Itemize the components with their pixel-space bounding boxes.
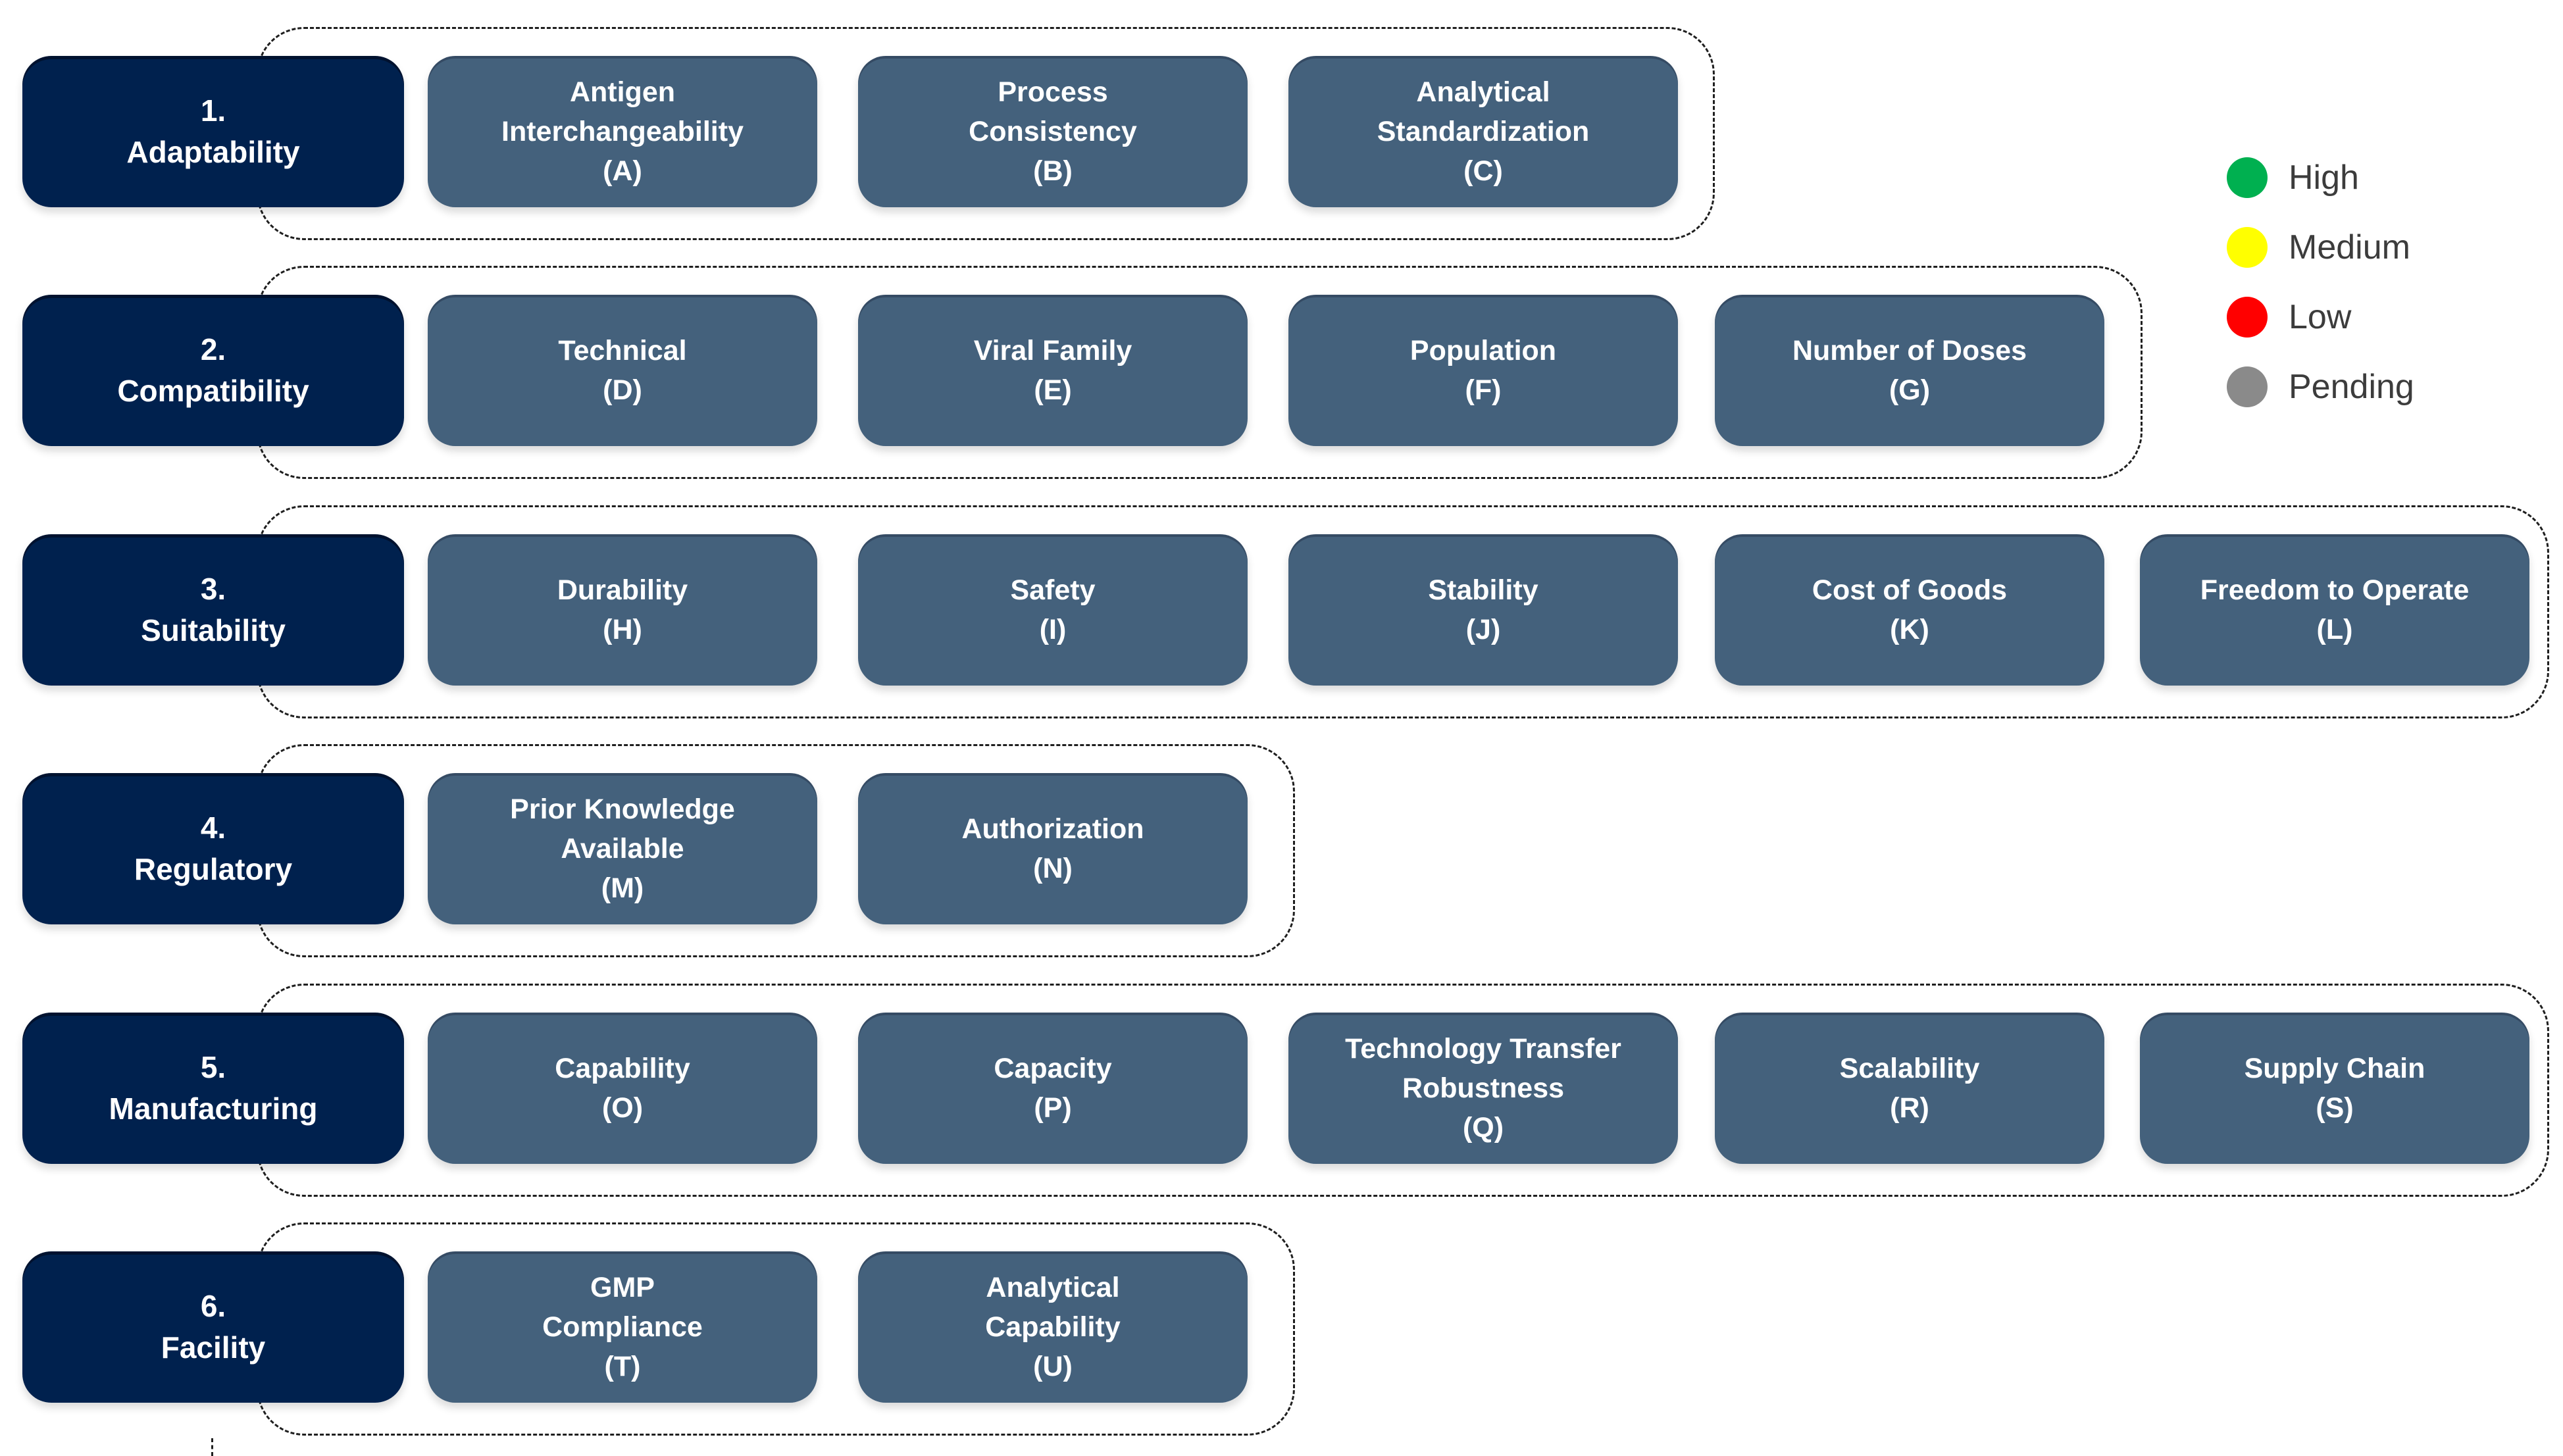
category-number: 2. (200, 332, 226, 366)
criterion-box-l: Freedom to Operate (L) (2140, 534, 2529, 686)
criterion-code: (I) (1039, 614, 1067, 645)
criterion-box-n: Authorization (N) (858, 773, 1248, 924)
criterion-code: (K) (1890, 614, 1929, 645)
category-box-regulatory: 4. Regulatory (22, 773, 404, 924)
high-status-dot-icon (2227, 157, 2268, 198)
criterion-name: Analytical Capability (985, 1272, 1121, 1343)
criterion-code: (A) (603, 155, 642, 187)
criterion-box-g: Number of Doses (G) (1715, 295, 2104, 446)
criterion-code: (S) (2316, 1092, 2354, 1124)
criterion-code: (G) (1889, 374, 1931, 406)
criterion-name: Stability (1428, 574, 1538, 606)
criterion-code: (D) (603, 374, 642, 406)
criterion-box-b: Process Consistency (B) (858, 56, 1248, 207)
criterion-name: Durability (557, 574, 688, 606)
legend-label: Low (2289, 298, 2352, 336)
criterion-box-r: Scalability (R) (1715, 1013, 2104, 1164)
legend-item-pending: Pending (2227, 366, 2414, 408)
criterion-code: (J) (1465, 614, 1501, 645)
criterion-name: Population (1409, 335, 1557, 366)
category-box-suitability: 3. Suitability (22, 534, 404, 686)
criterion-box-m: Prior Knowledge Available (M) (428, 773, 817, 924)
category-number: 5. (200, 1050, 226, 1084)
criterion-name: Capability (555, 1053, 690, 1084)
criterion-name: Technical (558, 335, 687, 366)
criterion-name: Cost of Goods (1812, 574, 2008, 606)
category-name: Facility (161, 1330, 266, 1365)
criterion-name: Supply Chain (2244, 1053, 2425, 1084)
criterion-box-o: Capability (O) (428, 1013, 817, 1164)
category-name: Regulatory (134, 852, 293, 886)
criterion-name: Viral Family (973, 335, 1132, 366)
medium-status-dot-icon (2227, 227, 2268, 268)
criterion-code: (E) (1034, 374, 1072, 406)
criterion-code: (H) (603, 614, 642, 645)
legend-label: Pending (2289, 368, 2414, 406)
category-number: 1. (200, 93, 226, 128)
criterion-name: Antigen Interchangeability (501, 76, 744, 147)
legend-item-low: Low (2227, 296, 2414, 338)
cropped-dashed-outline (211, 1438, 213, 1456)
criterion-box-i: Safety (I) (858, 534, 1248, 686)
legend-label: Medium (2289, 228, 2410, 266)
category-number: 4. (200, 811, 226, 845)
criterion-code: (Q) (1462, 1112, 1504, 1143)
criterion-name: Authorization (961, 813, 1144, 845)
criterion-code: (R) (1890, 1092, 1929, 1124)
criterion-box-h: Durability (H) (428, 534, 817, 686)
criterion-name: Prior Knowledge Available (510, 793, 735, 865)
criterion-box-q: Technology Transfer Robustness (Q) (1288, 1013, 1678, 1164)
criterion-code: (F) (1465, 374, 1502, 406)
pending-status-dot-icon (2227, 366, 2268, 407)
criterion-name: GMP Compliance (542, 1272, 703, 1343)
category-name: Suitability (141, 613, 286, 647)
criterion-code: (M) (601, 872, 644, 904)
criterion-code: (L) (2316, 614, 2353, 645)
criterion-code: (O) (601, 1092, 644, 1124)
category-box-adaptability: 1. Adaptability (22, 56, 404, 207)
criterion-name: Analytical Standardization (1377, 76, 1590, 147)
criterion-code: (U) (1033, 1351, 1073, 1382)
criterion-box-a: Antigen Interchangeability (A) (428, 56, 817, 207)
criterion-code: (C) (1463, 155, 1503, 187)
category-number: 3. (200, 572, 226, 606)
criterion-box-t: GMP Compliance (T) (428, 1251, 817, 1403)
low-status-dot-icon (2227, 297, 2268, 338)
legend-item-high: High (2227, 157, 2414, 199)
criterion-name: Technology Transfer Robustness (1345, 1033, 1621, 1104)
criterion-name: Freedom to Operate (2200, 574, 2470, 606)
criterion-code: (N) (1033, 853, 1073, 884)
criterion-box-s: Supply Chain (S) (2140, 1013, 2529, 1164)
criterion-box-d: Technical (D) (428, 295, 817, 446)
category-box-facility: 6. Facility (22, 1251, 404, 1403)
legend-label: High (2289, 159, 2359, 197)
category-name: Adaptability (126, 135, 300, 169)
category-name: Manufacturing (109, 1092, 318, 1126)
category-name: Compatibility (117, 374, 309, 408)
criterion-box-u: Analytical Capability (U) (858, 1251, 1248, 1403)
criterion-code: (T) (604, 1351, 641, 1382)
criterion-box-f: Population (F) (1288, 295, 1678, 446)
criterion-name: Number of Doses (1792, 335, 2027, 366)
criterion-name: Capacity (994, 1053, 1112, 1084)
criterion-name: Process Consistency (969, 76, 1137, 147)
category-number: 6. (200, 1289, 226, 1323)
criterion-box-p: Capacity (P) (858, 1013, 1248, 1164)
criterion-box-j: Stability (J) (1288, 534, 1678, 686)
criterion-code: (P) (1034, 1092, 1072, 1124)
criterion-box-c: Analytical Standardization (C) (1288, 56, 1678, 207)
criterion-name: Scalability (1839, 1053, 1980, 1084)
criterion-box-k: Cost of Goods (K) (1715, 534, 2104, 686)
category-box-manufacturing: 5. Manufacturing (22, 1013, 404, 1164)
category-box-compatibility: 2. Compatibility (22, 295, 404, 446)
legend-item-medium: Medium (2227, 226, 2414, 268)
criterion-code: (B) (1033, 155, 1073, 187)
criterion-name: Safety (1010, 574, 1096, 606)
criterion-box-e: Viral Family (E) (858, 295, 1248, 446)
legend: High Medium Low Pending (2227, 157, 2414, 408)
